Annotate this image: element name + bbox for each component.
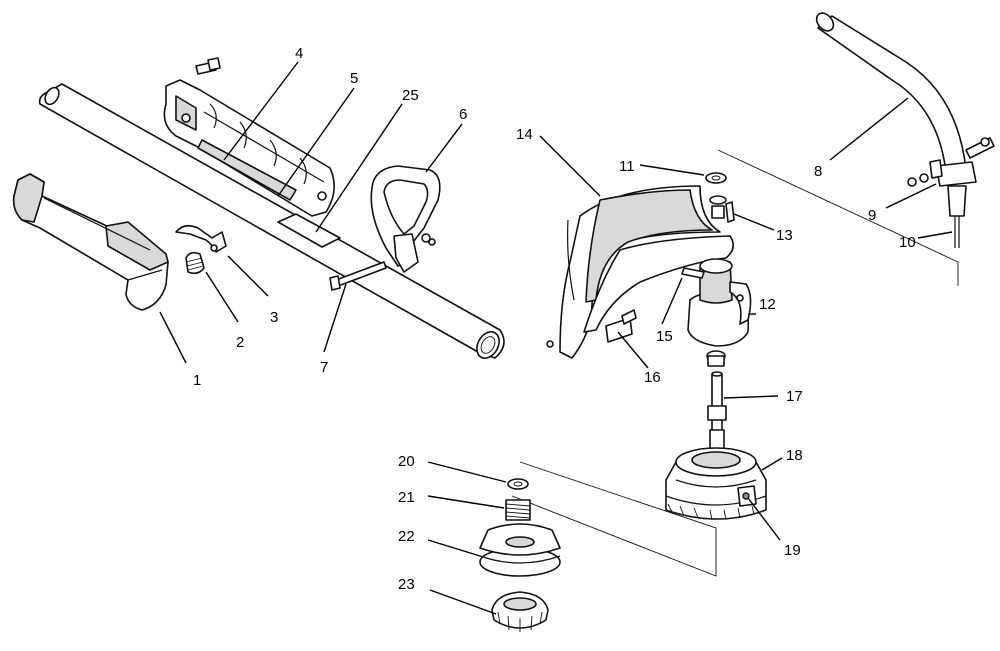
spool-washer <box>507 478 529 490</box>
shield-screw <box>709 195 735 223</box>
straight-tube <box>38 83 505 359</box>
callout-19: 19 <box>784 542 801 559</box>
callout-17: 17 <box>786 388 803 405</box>
loop-handle <box>370 165 441 273</box>
callout-16: 16 <box>644 369 661 386</box>
gear-head <box>687 258 752 347</box>
callout-23: 23 <box>398 576 415 593</box>
handle-housing <box>12 173 169 311</box>
callout-15: 15 <box>656 328 673 345</box>
callout-21: 21 <box>398 489 415 506</box>
tube-sticker <box>277 213 341 248</box>
callout-13: 13 <box>776 227 793 244</box>
drive-shaft <box>707 371 727 453</box>
washer <box>705 172 727 184</box>
callout-12: 12 <box>759 296 776 313</box>
callout-4: 4 <box>295 45 303 62</box>
handle-bolt <box>329 261 387 291</box>
flex-shaft-end <box>947 185 967 248</box>
callout-20: 20 <box>398 453 415 470</box>
handle-half-housing <box>163 79 335 217</box>
assembly-line-top <box>717 149 959 286</box>
callout-9: 9 <box>868 207 876 224</box>
spool-spring <box>505 499 531 521</box>
callout-labels: 1 2 3 4 5 25 6 7 8 9 10 11 12 13 14 15 1… <box>193 45 916 593</box>
spool-housing <box>665 447 767 521</box>
shaft-nut <box>706 350 726 367</box>
callout-3: 3 <box>270 309 278 326</box>
callout-7: 7 <box>320 359 328 376</box>
guard-shield <box>546 185 734 359</box>
callout-6: 6 <box>459 106 467 123</box>
spring <box>185 251 205 275</box>
callout-22: 22 <box>398 528 415 545</box>
assembly-line-bottom <box>511 461 717 577</box>
callout-10: 10 <box>899 234 916 251</box>
callout-5: 5 <box>350 70 358 87</box>
callout-8: 8 <box>814 163 822 180</box>
callout-18: 18 <box>786 447 803 464</box>
line-spool <box>479 523 561 577</box>
curved-tube <box>815 12 967 173</box>
callout-25: 25 <box>402 87 419 104</box>
tube-clamp <box>907 137 995 187</box>
head-screw <box>681 267 705 279</box>
callout-11: 11 <box>619 158 635 175</box>
callout-14: 14 <box>516 126 533 143</box>
callout-1: 1 <box>193 372 201 389</box>
bump-knob <box>491 591 549 632</box>
callout-2: 2 <box>236 334 244 351</box>
housing-screw <box>195 57 221 75</box>
eyelet <box>737 485 757 507</box>
trigger <box>175 224 227 253</box>
leader-lines <box>159 61 953 615</box>
line-cutter-blade <box>605 309 637 343</box>
